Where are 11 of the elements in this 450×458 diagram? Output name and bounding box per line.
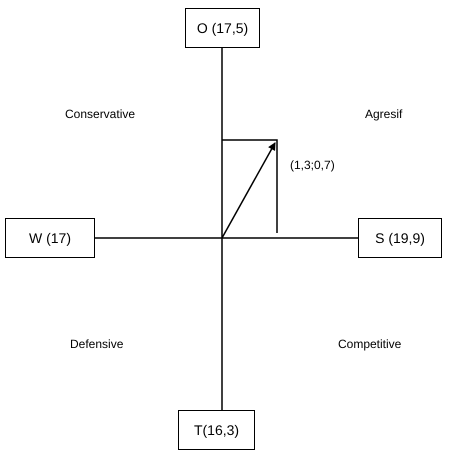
quadrant-label: Conservative (65, 107, 136, 121)
vector-label: (1,3;0,7) (290, 158, 335, 172)
quadrant-box: T(16,3) (178, 410, 255, 450)
quadrant-box: W (17) (5, 218, 95, 258)
quadrant-label: Competitive (338, 337, 402, 351)
quadrant-box: O (17,5) (185, 8, 260, 48)
quadrant-label: Agresif (365, 107, 402, 121)
quadrant-label: Defensive (70, 337, 124, 351)
axis-line (95, 237, 358, 239)
quadrant-box: S (19,9) (358, 218, 442, 258)
axis-line (221, 48, 223, 410)
